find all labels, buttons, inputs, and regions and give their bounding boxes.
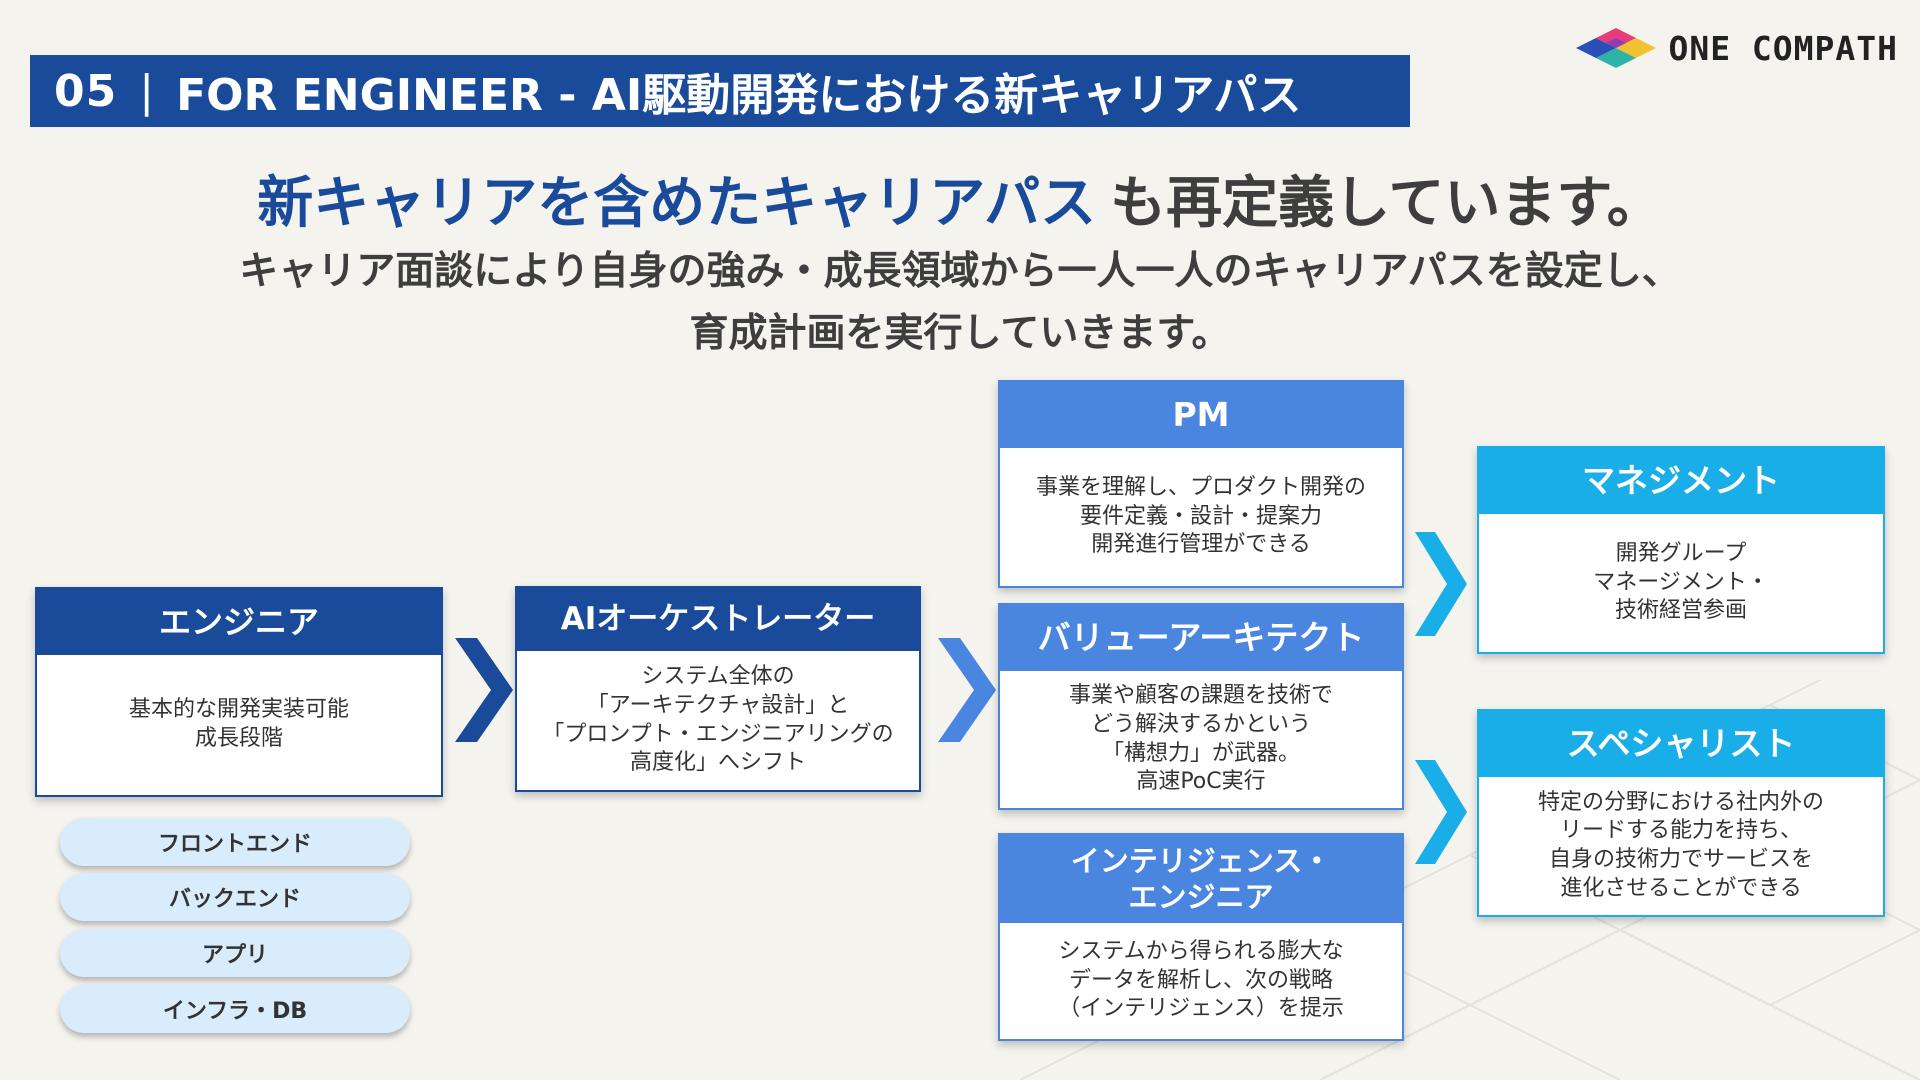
chevron-right-icon xyxy=(938,638,996,742)
card-intelligence-engineer-line: データを解析し、次の戦略 xyxy=(1068,967,1333,993)
card-pm-body: 事業を理解し、プロダクト開発の 要件定義・設計・提案力 開発進行管理ができる xyxy=(1000,448,1402,586)
card-intelligence-engineer-title-line: インテリジェンス・ xyxy=(1070,843,1332,878)
card-management: マネジメント 開発グループ マネージメント・ 技術経営参画 xyxy=(1477,446,1885,654)
card-ai-orchestrator-title: AIオーケストレーター xyxy=(517,588,919,651)
logo-text: ONE COMPATH xyxy=(1668,28,1898,68)
main-headline: 新キャリアを含めたキャリアパスも再定義しています。 xyxy=(0,158,1920,239)
card-ai-orchestrator-line: 「アーキテクチャ設計」と xyxy=(586,692,850,718)
card-management-title: マネジメント xyxy=(1479,448,1883,514)
card-specialist-body: 特定の分野における社内外の リードする能力を持ち、 自身の技術力でサービスを 進… xyxy=(1479,777,1883,915)
card-specialist-title: スペシャリスト xyxy=(1479,711,1883,777)
card-pm-title: PM xyxy=(1000,382,1402,448)
company-logo: ONE COMPATH xyxy=(1576,28,1898,68)
card-specialist-line: 進化させることができる xyxy=(1560,875,1802,901)
card-ai-orchestrator-line: 高度化」へシフト xyxy=(629,750,806,776)
card-value-architect-line: 高速PoC実行 xyxy=(1136,769,1266,795)
card-management-line: 技術経営参画 xyxy=(1614,598,1747,624)
card-management-line: マネージメント・ xyxy=(1593,569,1769,595)
section-separator: | xyxy=(139,65,155,117)
card-management-body: 開発グループ マネージメント・ 技術経営参画 xyxy=(1479,514,1883,652)
card-ai-orchestrator: AIオーケストレーター システム全体の 「アーキテクチャ設計」と 「プロンプト・… xyxy=(515,586,921,792)
card-engineer-body: 基本的な開発実装可能 成長段階 xyxy=(37,655,441,795)
headline-rest: も再定義しています。 xyxy=(1110,171,1663,236)
subtext-line-1: キャリア面談により自身の強み・成長領域から一人一人のキャリアパスを設定し、 xyxy=(239,249,1681,294)
card-value-architect-line: 「構想力」が武器。 xyxy=(1101,740,1300,766)
card-value-architect-body: 事業や顧客の課題を技術で どう解決するかという 「構想力」が武器。 高速PoC実… xyxy=(1000,671,1402,808)
chevron-right-icon xyxy=(1415,760,1467,864)
card-engineer-line: 基本的な開発実装可能 xyxy=(128,697,349,723)
card-ai-orchestrator-line: 「プロンプト・エンジニアリングの xyxy=(542,721,894,747)
card-ai-orchestrator-body: システム全体の 「アーキテクチャ設計」と 「プロンプト・エンジニアリングの 高度… xyxy=(517,651,919,790)
card-specialist-line: 自身の技術力でサービスを xyxy=(1548,847,1813,872)
card-specialist-line: リードする能力を持ち、 xyxy=(1559,818,1802,844)
skill-pill-backend: バックエンド xyxy=(60,873,410,921)
card-pm-line: 開発進行管理ができる xyxy=(1091,532,1311,558)
card-intelligence-engineer-title: インテリジェンス・ エンジニア xyxy=(1000,835,1402,923)
card-pm-line: 事業を理解し、プロダクト開発の xyxy=(1035,475,1366,501)
card-engineer-line: 成長段階 xyxy=(194,726,283,751)
section-number: 05 xyxy=(54,65,118,117)
card-intelligence-engineer-body: システムから得られる膨大な データを解析し、次の戦略 （インテリジェンス）を提示 xyxy=(1000,923,1402,1039)
chevron-right-icon xyxy=(455,638,513,742)
skill-pill-app: アプリ xyxy=(60,929,410,977)
card-specialist: スペシャリスト 特定の分野における社内外の リードする能力を持ち、 自身の技術力… xyxy=(1477,709,1885,917)
card-ai-orchestrator-line: システム全体の xyxy=(641,664,795,690)
card-value-architect-line: どう解決するかという xyxy=(1090,711,1311,737)
card-specialist-line: 特定の分野における社内外の xyxy=(1537,789,1824,815)
section-header-bar: 05 | FOR ENGINEER - AI駆動開発における新キャリアパス xyxy=(30,55,1410,127)
headline-highlight: 新キャリアを含めたキャリアパス xyxy=(257,171,1097,236)
card-engineer-title: エンジニア xyxy=(37,589,441,655)
card-value-architect-title: バリューアーキテクト xyxy=(1000,605,1402,671)
card-management-line: 開発グループ xyxy=(1615,541,1747,567)
card-pm: PM 事業を理解し、プロダクト開発の 要件定義・設計・提案力 開発進行管理ができ… xyxy=(998,380,1404,588)
card-intelligence-engineer-line: システムから得られる膨大な xyxy=(1058,939,1344,965)
skill-pill-frontend: フロントエンド xyxy=(60,818,410,866)
skill-pill-infra-db: インフラ・DB xyxy=(60,985,410,1033)
card-intelligence-engineer-title-line: エンジニア xyxy=(1128,880,1274,914)
chevron-right-icon xyxy=(1415,532,1467,636)
card-value-architect: バリューアーキテクト 事業や顧客の課題を技術で どう解決するかという 「構想力」… xyxy=(998,603,1404,810)
subtext-line-2: 育成計画を実行していきます。 xyxy=(689,311,1231,356)
card-engineer: エンジニア 基本的な開発実装可能 成長段階 xyxy=(35,587,443,797)
card-value-architect-line: 事業や顧客の課題を技術で xyxy=(1068,683,1333,709)
card-intelligence-engineer: インテリジェンス・ エンジニア システムから得られる膨大な データを解析し、次の… xyxy=(998,833,1404,1041)
card-intelligence-engineer-line: （インテリジェンス）を提示 xyxy=(1058,996,1344,1022)
card-pm-line: 要件定義・設計・提案力 xyxy=(1079,503,1322,529)
compath-logo-icon xyxy=(1576,28,1657,68)
section-title: FOR ENGINEER - AI駆動開発における新キャリアパス xyxy=(176,70,1302,121)
